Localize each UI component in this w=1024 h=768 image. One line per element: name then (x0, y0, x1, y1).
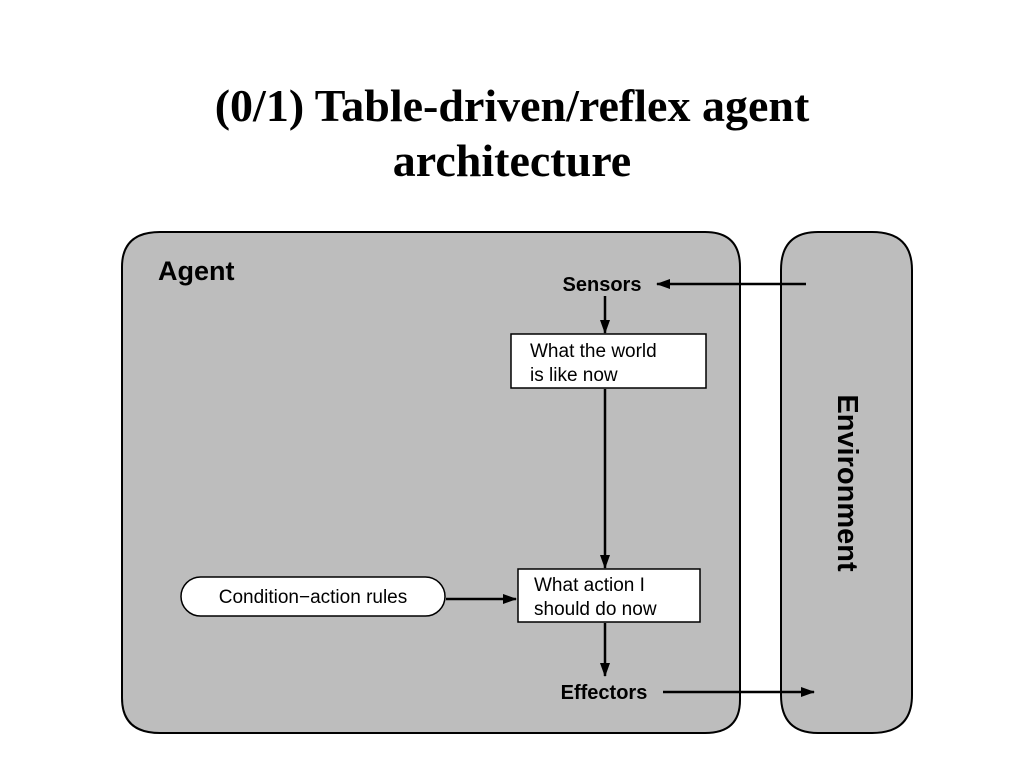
agent-label: Agent (158, 256, 235, 286)
slide-title-line-2: architecture (392, 135, 632, 186)
slide-title: (0/1) Table-driven/reflex agent architec… (0, 78, 1024, 188)
environment-label: Environment (831, 394, 863, 572)
world-state-box (510, 333, 707, 389)
environment-panel (780, 231, 913, 734)
action-box-line-2: should do now (534, 599, 657, 620)
action-box (517, 568, 701, 623)
agent-panel (121, 231, 741, 734)
world-state-line-1: What the world (530, 341, 657, 362)
slide-title-line-1: (0/1) Table-driven/reflex agent (214, 80, 810, 131)
effectors-label: Effectors (561, 682, 648, 704)
sensors-label: Sensors (563, 274, 642, 296)
condition-action-rules-node (180, 576, 446, 617)
world-state-line-2: is like now (530, 365, 618, 386)
condition-action-rules-label: Condition−action rules (219, 587, 408, 608)
action-box-line-1: What action I (534, 575, 645, 596)
